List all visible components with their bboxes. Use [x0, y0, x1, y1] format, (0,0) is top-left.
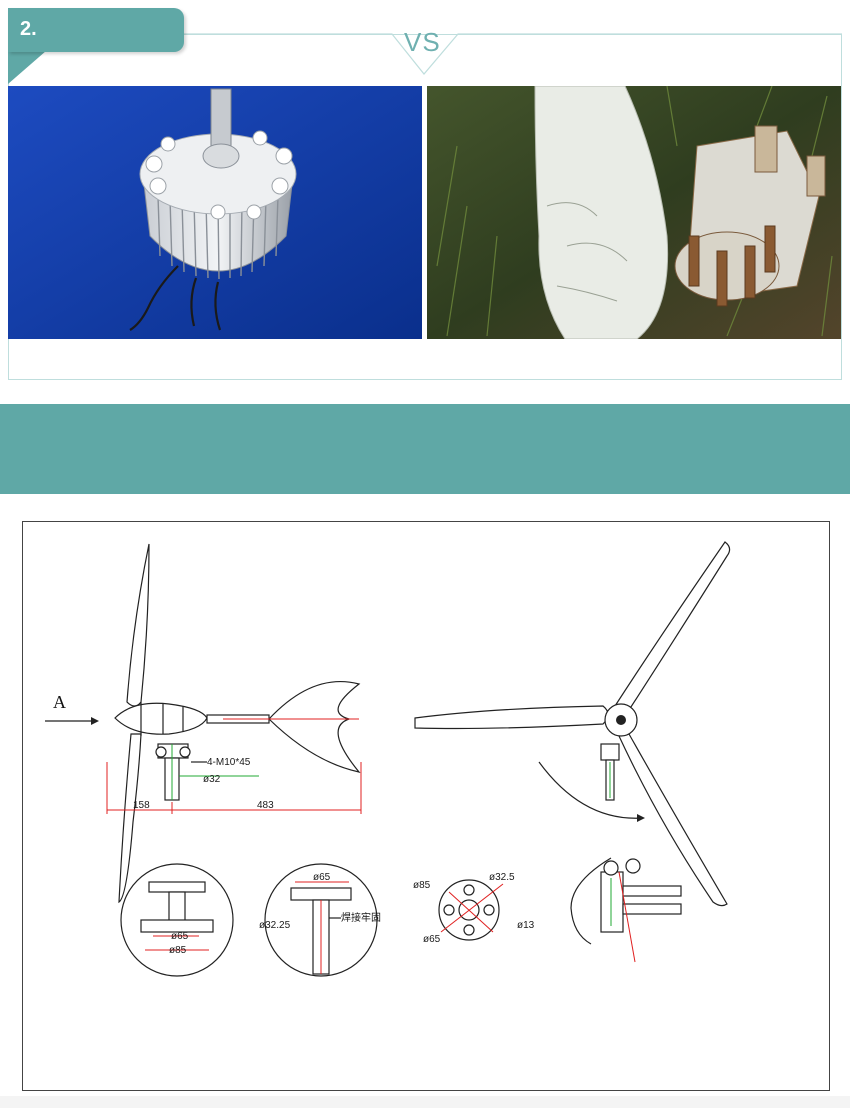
generator-photo — [8, 86, 422, 339]
dim-left-label: 158 — [133, 800, 150, 811]
broken-turbine-photo — [427, 86, 841, 339]
detail1-outer-label: ø85 — [169, 945, 187, 956]
step-number: 2. — [20, 18, 37, 40]
side-view-turbine: A 4-M10*45 ø32 — [45, 543, 362, 904]
dim-tail-label: 483 — [257, 800, 274, 811]
detail1-inner-label: ø65 — [171, 931, 189, 942]
flange-pcd-label: ø65 — [423, 934, 441, 945]
detail-yaw-assembly — [570, 857, 682, 963]
flange-outer-label: ø85 — [413, 880, 431, 891]
flange-hole-label: ø13 — [517, 920, 535, 931]
flange-center-label: ø32.5 — [489, 872, 515, 883]
technical-drawing: A 4-M10*45 ø32 — [22, 521, 830, 1091]
front-view-turbine — [414, 541, 731, 907]
step-badge — [8, 8, 184, 52]
page-bottom-strip — [0, 1096, 850, 1108]
detail-flange-plate: ø85 ø32.5 ø65 ø13 — [413, 872, 535, 945]
section-banner — [0, 404, 850, 494]
detail-hub-flange: ø65 ø85 — [120, 863, 234, 977]
detail2-side-label: ø32.25 — [259, 920, 291, 931]
vs-divider-line — [184, 33, 842, 75]
detail-welded-mast: ø65 ø32.25 焊接牢固 — [259, 863, 381, 977]
shaft-dia-label: ø32 — [203, 774, 221, 785]
bolt-spec-label: 4-M10*45 — [207, 757, 251, 768]
weld-note-label: 焊接牢固 — [341, 911, 381, 924]
detail2-top-label: ø65 — [313, 872, 331, 883]
view-arrow-label: A — [53, 692, 66, 712]
vs-label: VS — [404, 27, 441, 57]
